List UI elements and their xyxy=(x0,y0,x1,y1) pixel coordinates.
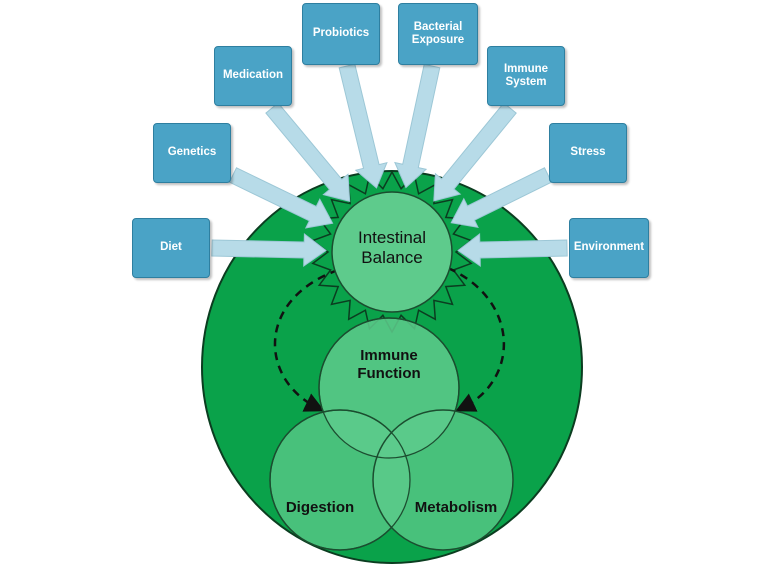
factor-label-bacterial-exposure: Bacterial Exposure xyxy=(411,20,465,46)
arrow-environment xyxy=(457,233,568,267)
arrow-stress xyxy=(450,167,553,229)
arrow-diet xyxy=(211,233,327,267)
intestinal-balance-circle xyxy=(331,191,453,313)
factor-label-immune-system: Immune System xyxy=(503,62,549,88)
factor-box-environment: Environment xyxy=(569,218,649,278)
metabolism-circle xyxy=(372,409,514,551)
intestinal-balance-label: Intestinal Balance xyxy=(357,228,427,268)
metabolism-label: Metabolism xyxy=(414,499,498,516)
factor-arrows xyxy=(211,63,568,267)
dashed-arrow-right xyxy=(447,266,506,412)
arrow-immune-system xyxy=(433,102,517,202)
dashed-arrow-left xyxy=(273,268,339,412)
factor-label-probiotics: Probiotics xyxy=(312,27,370,40)
digestion-label: Digestion xyxy=(285,499,355,516)
factor-box-diet: Diet xyxy=(132,218,210,278)
factor-box-genetics: Genetics xyxy=(153,123,231,183)
factor-box-medication: Medication xyxy=(214,46,292,106)
arrow-medication xyxy=(265,102,351,202)
immune-function-label: Immune Function xyxy=(357,347,421,382)
factor-box-bacterial-exposure: Bacterial Exposure xyxy=(398,3,478,65)
factor-label-diet: Diet xyxy=(160,241,182,254)
arrow-probiotics xyxy=(338,63,388,189)
venn-overlap-outline-1 xyxy=(318,317,460,459)
arrow-genetics xyxy=(228,167,334,229)
factor-label-medication: Medication xyxy=(222,69,284,82)
factor-box-immune-system: Immune System xyxy=(487,46,565,106)
arrow-bacterial-exposure xyxy=(394,63,441,189)
factor-box-probiotics: Probiotics xyxy=(302,3,380,65)
factor-label-stress: Stress xyxy=(570,146,606,159)
factor-box-stress: Stress xyxy=(549,123,627,183)
factor-label-genetics: Genetics xyxy=(167,146,217,159)
venn-overlap-outline-2 xyxy=(269,409,411,551)
factor-label-environment: Environment xyxy=(573,241,645,254)
